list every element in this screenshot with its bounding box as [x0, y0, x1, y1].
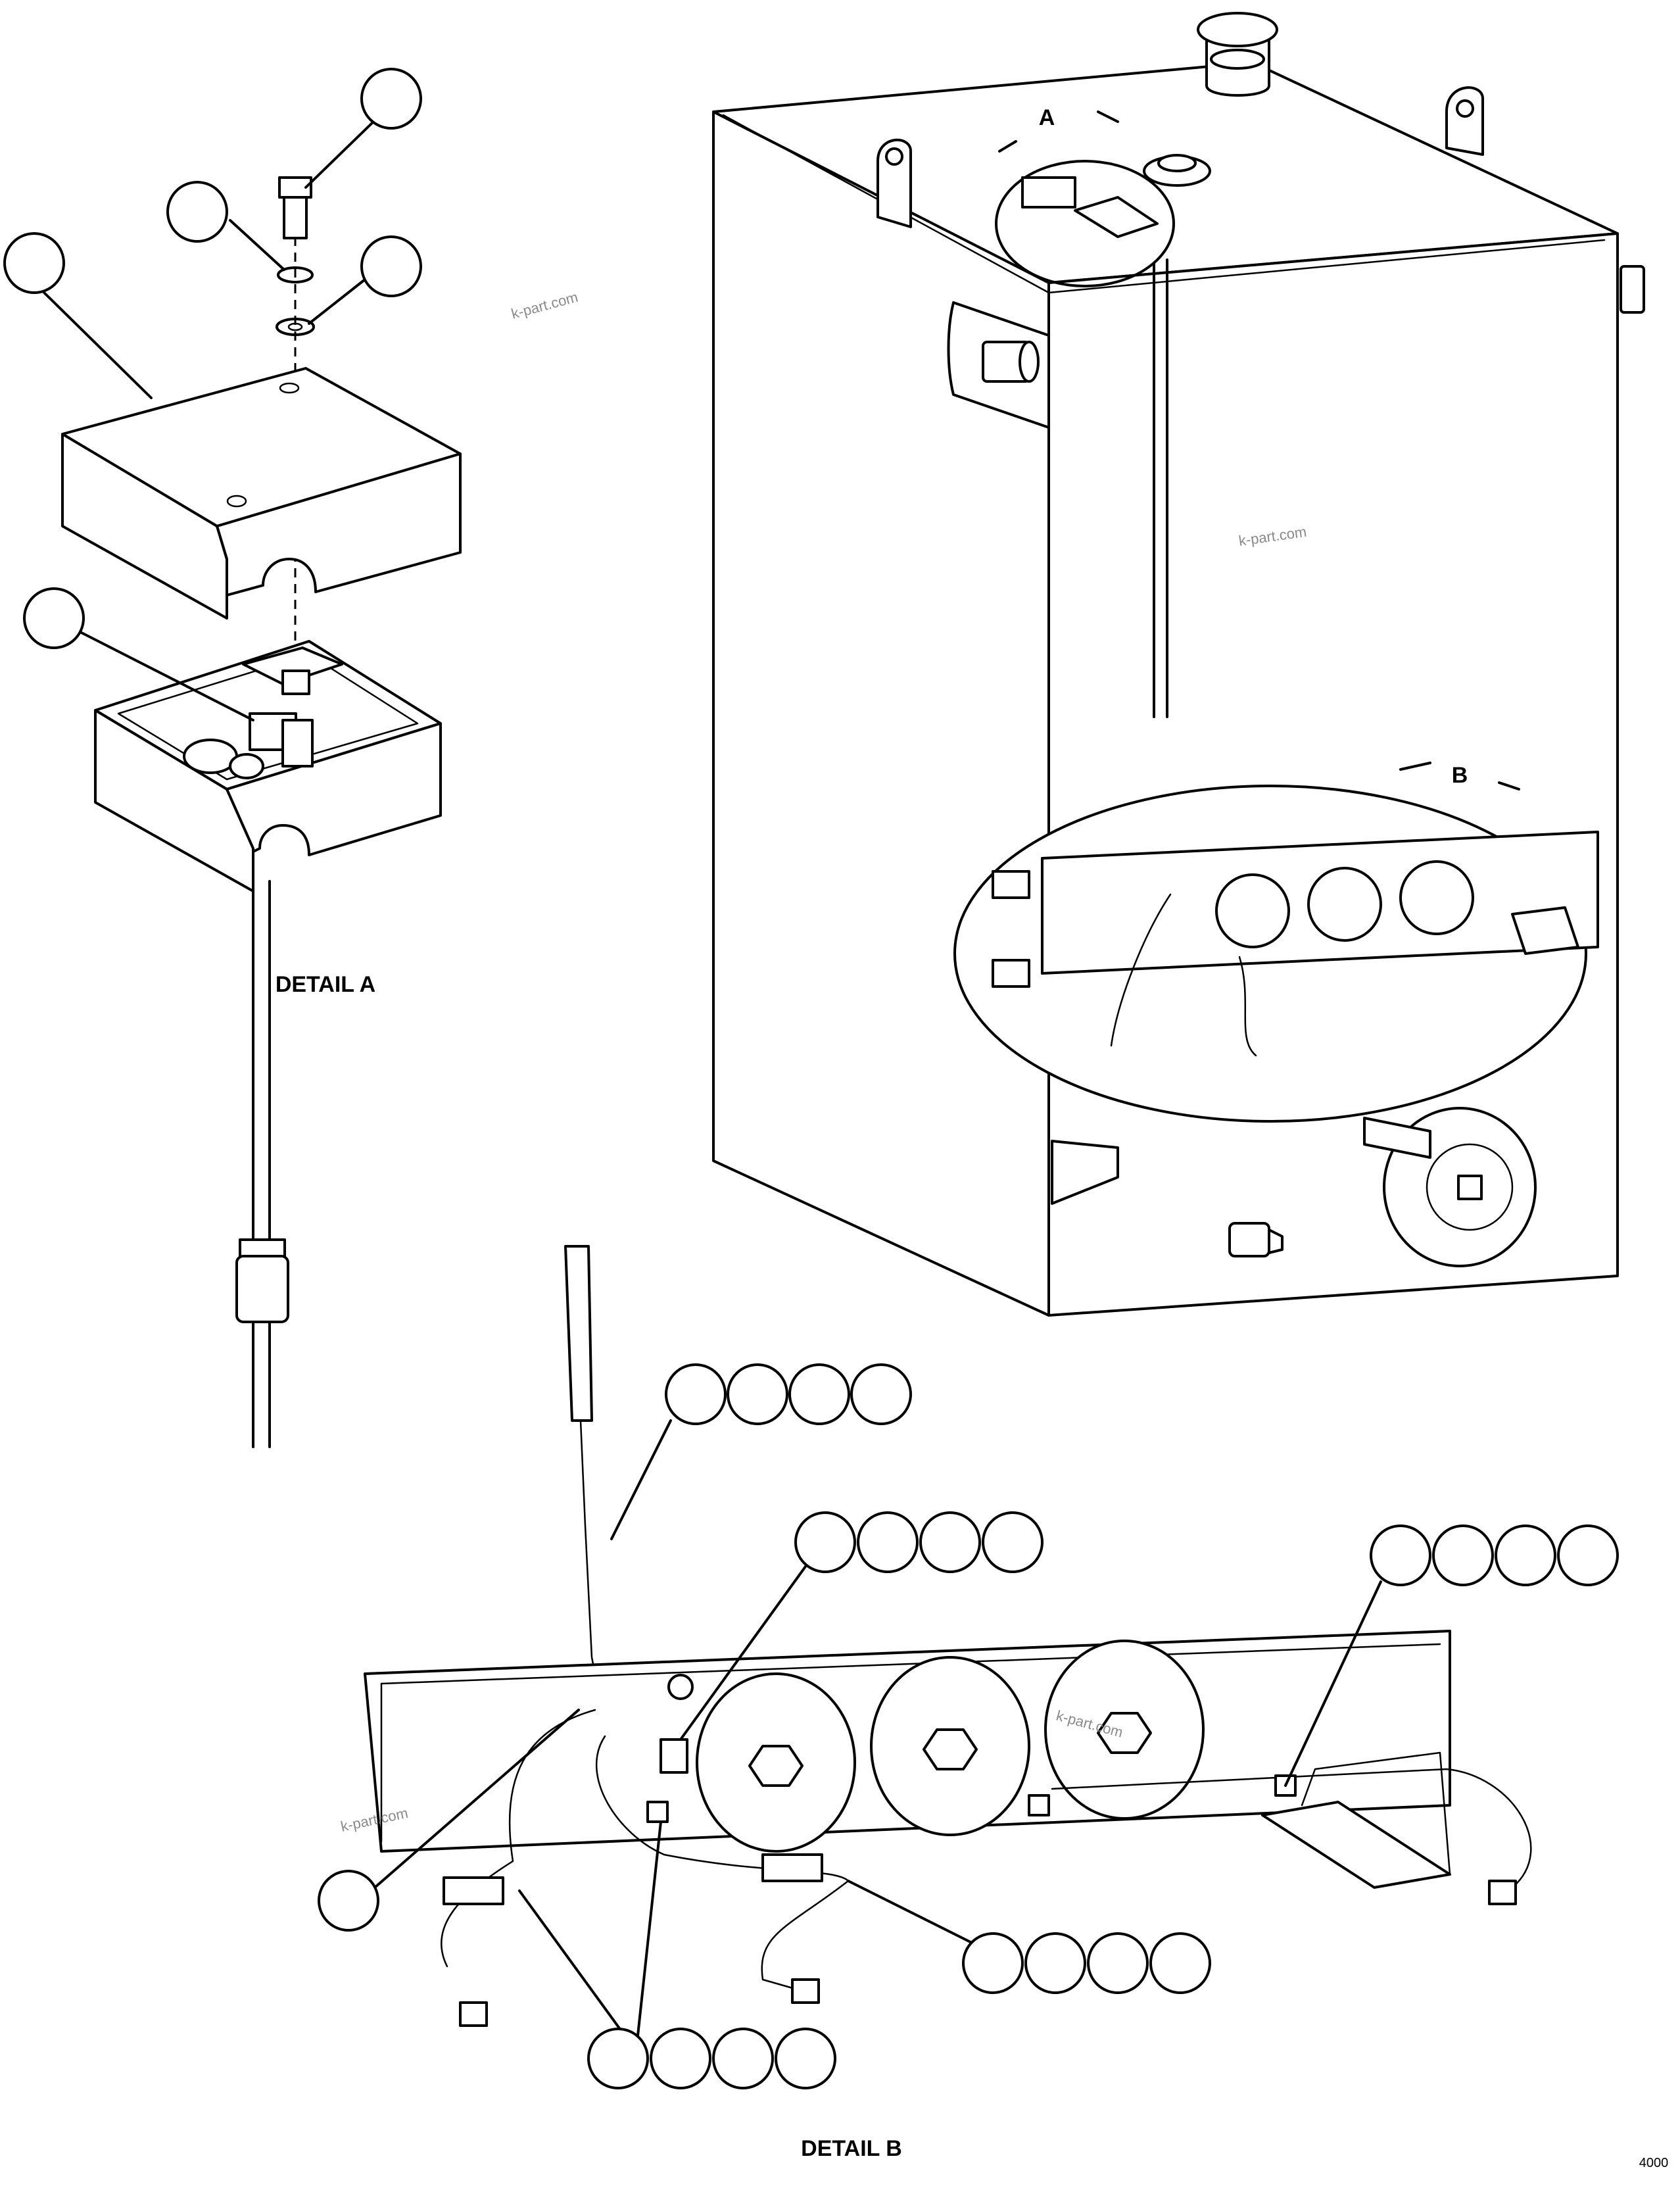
hydraulic-tank — [712, 12, 1645, 1317]
view-b-indicator: B — [953, 762, 1599, 1123]
callout-balloon — [727, 1363, 788, 1425]
drawing-code: 4000 — [1639, 2156, 1669, 2170]
callout-balloon — [650, 2028, 711, 2089]
detail-b-callouts — [318, 1363, 1619, 2089]
callout-balloon — [1557, 1524, 1619, 1586]
filter — [696, 1672, 856, 1853]
callout-balloon — [23, 587, 85, 649]
callout-balloon — [712, 2028, 774, 2089]
filler-cap — [1197, 12, 1278, 97]
box-cover — [61, 367, 462, 620]
cable — [235, 880, 289, 1448]
callout-balloon — [788, 1363, 850, 1425]
callout-balloon — [1024, 1932, 1086, 1994]
detail-a-assembly — [3, 68, 462, 1448]
callout-balloon — [318, 1870, 379, 1932]
suction-flange — [1363, 1107, 1537, 1267]
view-a-indicator: A — [995, 105, 1175, 287]
watermark: k-part.com — [510, 289, 580, 322]
callout-balloon — [1087, 1932, 1149, 1994]
detail-b-label: DETAIL B — [801, 2136, 902, 2161]
callout-balloon — [962, 1932, 1024, 1994]
callout-balloon — [360, 68, 422, 130]
callout-balloon — [3, 232, 65, 294]
filter — [1044, 1640, 1205, 1820]
view-a-label: A — [1039, 105, 1055, 130]
callout-balloon — [1370, 1524, 1431, 1586]
callout-balloon — [360, 235, 422, 297]
drain-plug — [1228, 1222, 1284, 1257]
detail-a-callouts — [3, 68, 422, 721]
box-base — [94, 640, 442, 892]
callout-balloon — [857, 1511, 919, 1573]
detail-a-label: DETAIL A — [276, 972, 375, 997]
callout-balloon — [794, 1511, 856, 1573]
lifting-eye — [876, 138, 912, 228]
callout-balloon — [982, 1511, 1044, 1573]
callout-balloon — [919, 1511, 981, 1573]
callout-balloon — [850, 1363, 912, 1425]
view-b-label: B — [1452, 763, 1468, 788]
callout-balloon — [1495, 1524, 1556, 1586]
callout-balloon — [587, 2028, 649, 2089]
detail-b-assembly — [364, 1245, 1532, 2027]
callout-balloon — [665, 1363, 727, 1425]
callout-balloon — [1432, 1524, 1494, 1586]
callout-balloon — [775, 2028, 836, 2089]
callout-balloon — [166, 181, 228, 243]
filter — [870, 1656, 1030, 1836]
lifting-eye — [1445, 86, 1484, 156]
side-port — [947, 301, 1050, 429]
callout-balloon — [1149, 1932, 1211, 1994]
